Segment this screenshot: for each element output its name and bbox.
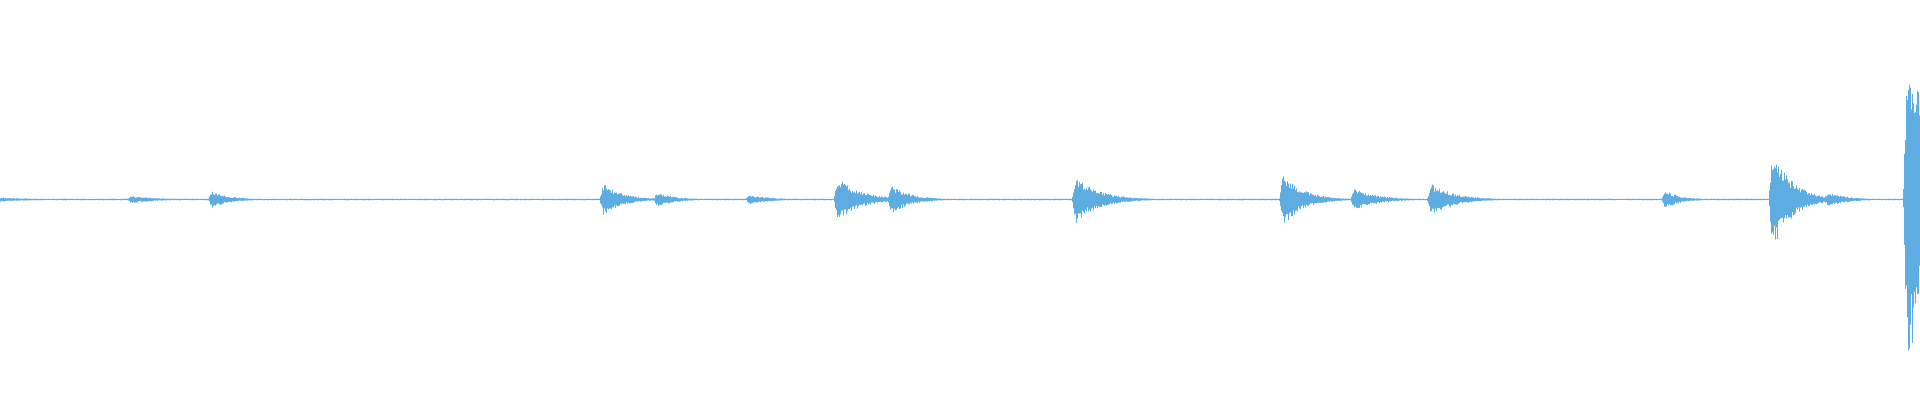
waveform-samples (0, 84, 1920, 351)
